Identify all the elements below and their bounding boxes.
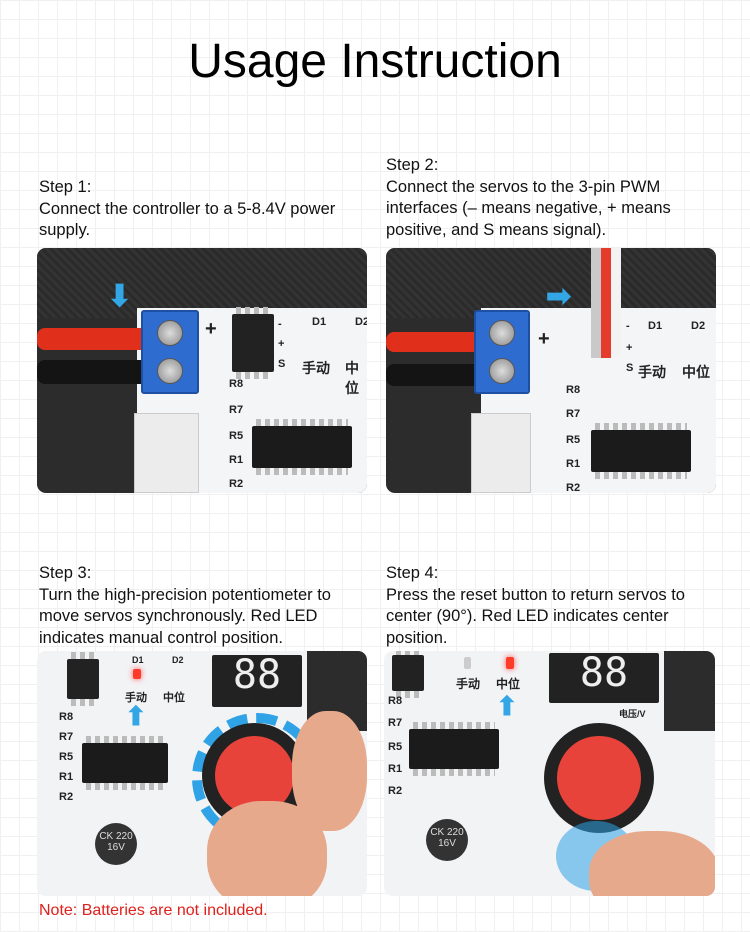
step-description: Connect the servos to the 3-pin PWM inte… bbox=[386, 177, 671, 239]
arrow-down-icon: ⬇ bbox=[107, 280, 133, 313]
jst-connector bbox=[134, 413, 199, 493]
batteries-note: Note: Batteries are not included. bbox=[39, 902, 268, 919]
red-led bbox=[506, 657, 514, 669]
r5-label: R5 bbox=[229, 430, 244, 442]
led-d1 bbox=[464, 657, 471, 669]
r8-label: R8 bbox=[59, 711, 74, 723]
ic-chip bbox=[82, 736, 168, 790]
center-label: 中位 bbox=[345, 360, 359, 396]
pin-header bbox=[67, 652, 99, 706]
voltage-label: 电压/V bbox=[619, 709, 646, 719]
plus-label: + bbox=[538, 328, 550, 350]
step-3-text: Step 3: Turn the high-precision potentio… bbox=[39, 563, 369, 649]
red-wire bbox=[37, 328, 167, 350]
step-heading: Step 4: bbox=[386, 564, 439, 582]
seven-segment-display: 88 bbox=[549, 653, 659, 703]
step-4-photo: 手动 中位 ⬆ 88 电压/V R8 R7 R5 R1 R2 CK 220 16… bbox=[384, 651, 715, 896]
r1-label: R1 bbox=[388, 763, 403, 775]
r5-label: R5 bbox=[388, 741, 403, 753]
step-heading: Step 3: bbox=[39, 564, 92, 582]
r2-label: R2 bbox=[566, 482, 581, 493]
finger bbox=[292, 711, 367, 831]
minus-label: - bbox=[278, 318, 282, 330]
capacitor: CK 220 16V bbox=[95, 823, 137, 865]
d1-label: D1 bbox=[312, 316, 327, 328]
step-2-text: Step 2: Connect the servos to the 3-pin … bbox=[386, 155, 721, 241]
d1-label: D1 bbox=[648, 320, 663, 332]
ic-chip bbox=[409, 722, 499, 776]
background-texture bbox=[386, 248, 716, 318]
step-heading: Step 2: bbox=[386, 156, 439, 174]
step-4-text: Step 4: Press the reset button to return… bbox=[386, 563, 721, 649]
d1-label: D1 bbox=[132, 655, 144, 665]
center-label: 中位 bbox=[682, 364, 710, 380]
red-wire bbox=[386, 332, 486, 352]
ic-chip bbox=[252, 419, 352, 475]
step-1-text: Step 1: Connect the controller to a 5-8.… bbox=[39, 177, 359, 242]
step-heading: Step 1: bbox=[39, 178, 92, 196]
arrow-up-icon: ⬆ bbox=[125, 701, 147, 731]
manual-label: 手动 bbox=[302, 360, 330, 376]
r2-label: R2 bbox=[388, 785, 403, 797]
black-wire bbox=[386, 364, 486, 386]
servo-cable bbox=[591, 248, 621, 358]
r8-label: R8 bbox=[229, 378, 244, 390]
minus-label: - bbox=[626, 320, 630, 332]
jst-connector bbox=[471, 413, 531, 493]
pin-header bbox=[392, 651, 424, 698]
power-terminal bbox=[141, 310, 199, 394]
step-1-photo: ⬇ + - + S D1 D2 手动 中位 R8 R7 R5 R1 R2 bbox=[37, 248, 367, 493]
r7-label: R7 bbox=[566, 408, 581, 420]
pin-header bbox=[232, 307, 274, 379]
page-title: Usage Instruction bbox=[188, 35, 562, 88]
r8-label: R8 bbox=[566, 384, 581, 396]
step-3-photo: D1 D2 手动 中位 ⬆ 88 R8 R7 R5 R1 R2 CK 220 1… bbox=[37, 651, 367, 896]
manual-label: 手动 bbox=[125, 692, 147, 704]
arrow-right-icon: ➡ bbox=[546, 280, 572, 313]
ic-chip bbox=[591, 423, 691, 479]
r2-label: R2 bbox=[59, 791, 74, 803]
step-description: Press the reset button to return servos … bbox=[386, 585, 685, 647]
power-terminal bbox=[474, 310, 530, 394]
r8-label: R8 bbox=[388, 695, 403, 707]
r1-label: R1 bbox=[59, 771, 74, 783]
r1-label: R1 bbox=[229, 454, 244, 466]
step-description: Turn the high-precision potentiometer to… bbox=[39, 585, 331, 647]
plus-label: + bbox=[626, 342, 633, 354]
background-texture bbox=[664, 651, 715, 731]
background-texture bbox=[37, 248, 367, 318]
r7-label: R7 bbox=[229, 404, 244, 416]
center-label: 中位 bbox=[496, 677, 521, 691]
step-2-photo: ➡ + - + S D1 D2 手动 中位 R8 R7 R5 R1 R2 bbox=[386, 248, 716, 493]
r7-label: R7 bbox=[388, 717, 403, 729]
r2-label: R2 bbox=[229, 478, 244, 490]
seven-segment-display: 88 bbox=[212, 655, 302, 707]
d2-label: D2 bbox=[172, 655, 184, 665]
manual-label: 手动 bbox=[456, 677, 481, 691]
center-label: 中位 bbox=[163, 692, 185, 704]
r1-label: R1 bbox=[566, 458, 581, 470]
d2-label: D2 bbox=[691, 320, 706, 332]
finger bbox=[589, 831, 715, 896]
red-led bbox=[133, 669, 141, 679]
arrow-up-icon: ⬆ bbox=[496, 691, 518, 721]
signal-label: S bbox=[278, 358, 286, 370]
manual-label: 手动 bbox=[638, 364, 666, 380]
potentiometer-knob bbox=[544, 723, 654, 833]
plus-label: + bbox=[205, 318, 217, 340]
signal-label: S bbox=[626, 362, 634, 374]
d2-label: D2 bbox=[355, 316, 367, 328]
plus-label: + bbox=[278, 338, 285, 350]
r7-label: R7 bbox=[59, 731, 74, 743]
r5-label: R5 bbox=[59, 751, 74, 763]
capacitor: CK 220 16V bbox=[426, 819, 468, 861]
r5-label: R5 bbox=[566, 434, 581, 446]
step-description: Connect the controller to a 5-8.4V power… bbox=[39, 199, 336, 240]
